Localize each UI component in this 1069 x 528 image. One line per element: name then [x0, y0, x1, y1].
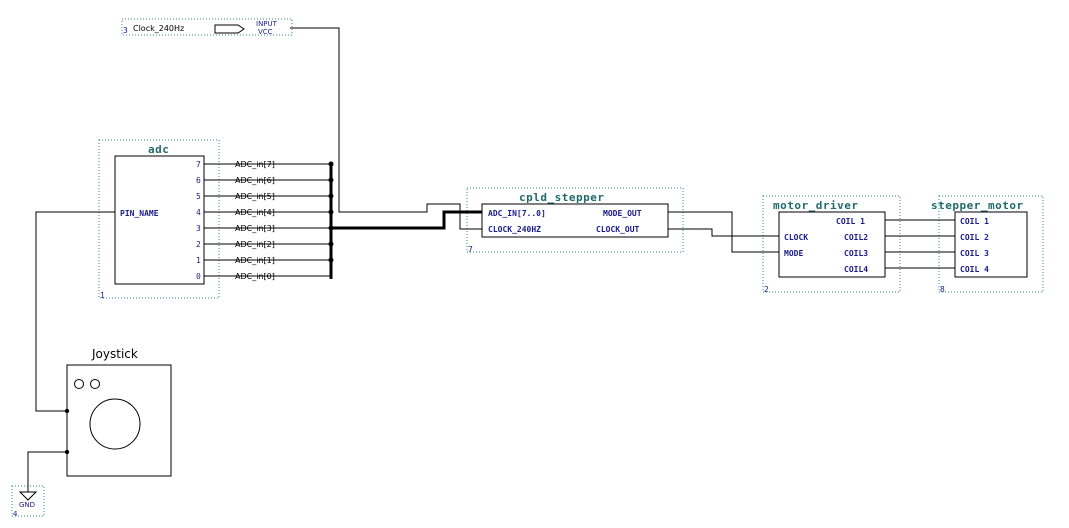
- driver-pin-mode: MODE: [784, 249, 803, 258]
- input-arrow-icon: [214, 24, 245, 34]
- input-pin-clock[interactable]: 3 Clock_240Hz INPUT VCC: [121, 18, 293, 36]
- cpld-pin-clock-out: CLOCK_OUT: [596, 225, 640, 234]
- driver-pin-coil1: COIL 1: [836, 217, 865, 226]
- input-index: 3: [123, 26, 128, 35]
- motor-pin-coil1: COIL 1: [960, 217, 989, 226]
- adc-pin-number: 4: [196, 208, 201, 217]
- driver-title: motor_driver: [773, 199, 858, 212]
- adc-pin-name: PIN_NAME: [120, 209, 159, 218]
- adc-title: adc: [148, 143, 169, 156]
- cpld-pin-clock-in: CLOCK_240HZ: [488, 225, 541, 234]
- adc-signal-label: ADC_in[4]: [235, 208, 275, 217]
- driver-pin-clock: CLOCK: [784, 233, 808, 242]
- joystick-block[interactable]: Joystick: [64, 347, 172, 477]
- adc-signal-label: ADC_in[5]: [235, 192, 275, 201]
- cpld-pin-adc-in: ADC_IN[7..0]: [488, 209, 546, 218]
- adc-signal-label: ADC_in[3]: [235, 224, 275, 233]
- driver-index: 2: [764, 285, 769, 294]
- adc-pin-number: 5: [196, 192, 201, 201]
- adc-signal-label: ADC_in[0]: [235, 272, 275, 281]
- adc-pin-number: 6: [196, 176, 201, 185]
- motor-pin-coil2: COIL 2: [960, 233, 989, 242]
- ground-icon: [18, 491, 38, 501]
- stepper-motor-block[interactable]: stepper_motor COIL 1 COIL 2 COIL 3 COIL …: [931, 195, 1044, 294]
- joystick-stick-icon: [89, 398, 141, 450]
- wires: [27, 27, 955, 492]
- adc-signal-label: ADC_in[2]: [235, 240, 275, 249]
- input-type: INPUT: [256, 20, 278, 28]
- joystick-button-icon: [74, 379, 84, 389]
- adc-pin-number: 3: [196, 224, 201, 233]
- adc-signal-label: ADC_in[7]: [235, 160, 275, 169]
- adc-pin-number: 2: [196, 240, 201, 249]
- motor-title: stepper_motor: [931, 199, 1024, 212]
- driver-pin-coil3: COIL3: [844, 249, 868, 258]
- adc-index: 1: [100, 291, 105, 300]
- joystick-label: Joystick: [91, 347, 138, 361]
- adc-signal-label: ADC_in[6]: [235, 176, 275, 185]
- input-name: Clock_240Hz: [133, 24, 184, 33]
- driver-pin-coil2: COIL2: [844, 233, 868, 242]
- cpld-index: 7: [468, 245, 473, 254]
- gnd-label: GND: [19, 501, 35, 509]
- joystick-button-icon: [90, 379, 100, 389]
- motor-pin-coil4: COIL 4: [960, 265, 989, 274]
- motor-pin-coil3: COIL 3: [960, 249, 989, 258]
- adc-pin-number: 0: [196, 272, 201, 281]
- adc-pin-number: 1: [196, 256, 201, 265]
- gnd-index: 4: [13, 510, 18, 518]
- adc-pin-number: 7: [196, 160, 201, 169]
- driver-pin-coil4: COIL4: [844, 265, 868, 274]
- cpld-stepper-block[interactable]: cpld_stepper ADC_IN[7..0] CLOCK_240HZ MO…: [466, 187, 684, 254]
- motor-index: 8: [940, 285, 945, 294]
- motor-driver-block[interactable]: motor_driver CLOCK MODE COIL 1 COIL2 COI…: [762, 195, 901, 294]
- input-default: VCC: [258, 28, 273, 36]
- cpld-pin-mode-out: MODE_OUT: [603, 209, 642, 218]
- cpld-title: cpld_stepper: [519, 191, 604, 204]
- adc-signal-label: ADC_in[1]: [235, 256, 275, 265]
